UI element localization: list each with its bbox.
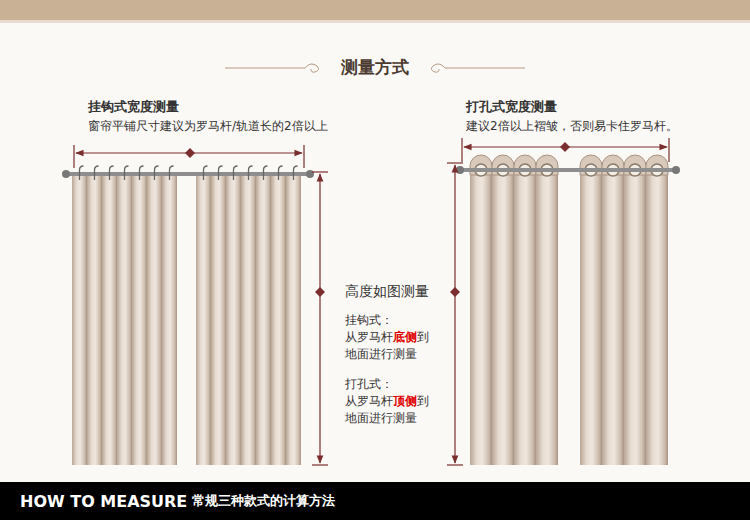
rod-end — [306, 170, 314, 178]
curtain-hooks — [80, 166, 298, 180]
caption-band: HOW TO MEASURE 常规三种款式的计算方法 — [0, 482, 750, 520]
dimension-lines — [74, 138, 669, 465]
rod-end — [62, 170, 70, 178]
note: 窗帘平铺尺寸建议为罗马杆/轨道长的2倍以上 — [88, 119, 328, 133]
band-heading: HOW TO MEASURE — [20, 492, 187, 511]
note: 地面进行测量 — [345, 347, 417, 361]
rod-end — [672, 166, 680, 174]
title: 测量方式 — [341, 57, 409, 77]
top-band — [0, 0, 750, 20]
highlight: 顶侧 — [393, 394, 417, 408]
curtain-panel — [580, 166, 668, 465]
section-heading: 打孔式宽度测量 — [466, 99, 557, 115]
top-band-edge — [0, 20, 750, 23]
roman-rod — [66, 172, 310, 176]
band-subheading: 常规三种款式的计算方法 — [192, 492, 335, 510]
curtain-panel — [72, 172, 177, 465]
highlight: 底侧 — [393, 330, 417, 344]
section-heading: 挂钩式宽度测量 — [88, 99, 179, 115]
note: 打孔式： — [345, 377, 393, 391]
height-heading: 高度如图测量 — [345, 283, 429, 300]
curtain-panel — [196, 172, 301, 465]
curtain-panel — [470, 166, 558, 465]
note: 挂钩式： — [345, 313, 393, 327]
note: 到 — [417, 394, 429, 408]
roman-rod — [460, 168, 676, 172]
note: 从罗马杆 — [345, 330, 393, 344]
dimension-marker — [185, 142, 570, 297]
note: 地面进行测量 — [345, 411, 417, 425]
rod-end — [456, 166, 464, 174]
note: 建议2倍以上褶皱，否则易卡住罗马杆。 — [466, 119, 678, 133]
note: 从罗马杆 — [345, 394, 393, 408]
curtain-grommets — [470, 155, 668, 176]
note: 到 — [417, 330, 429, 344]
